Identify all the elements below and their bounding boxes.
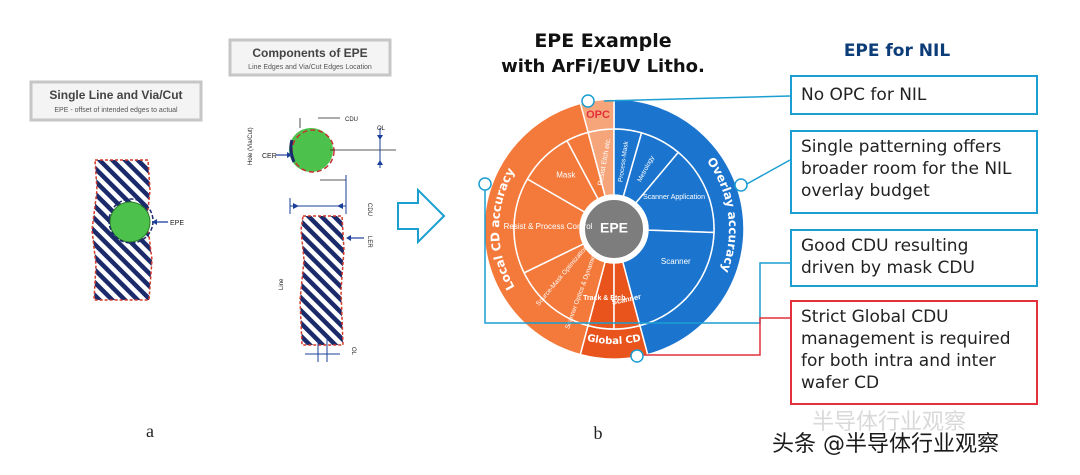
ler-arrowhead <box>346 235 351 241</box>
connector-opc <box>603 95 791 102</box>
global-cd-marker <box>630 349 644 363</box>
watermark-main: 头条 @半导体行业观察 <box>772 432 999 457</box>
components-title-box <box>228 38 392 77</box>
callout-good-cdu: Good CDU resulting driven by mask CDU <box>790 229 1038 287</box>
connector-overlay <box>744 159 791 186</box>
callout-strict-global-cdu: Strict Global CDU management is required… <box>790 300 1038 405</box>
callout-single-patterning: Single patterning offers broader room fo… <box>790 130 1038 214</box>
local-cd-marker <box>478 177 492 191</box>
connector-global-cd <box>640 317 790 356</box>
callout-no-opc: No OPC for NIL <box>790 75 1038 115</box>
via-circle <box>109 201 151 243</box>
nil-header: EPE for NIL <box>844 41 951 61</box>
mask-label: Mask <box>556 171 576 180</box>
ol-bottom-label: OL <box>350 347 356 356</box>
ol-label: OL <box>377 126 386 132</box>
scanner-app-label: Scanner Application <box>643 194 705 201</box>
overlay-marker <box>734 178 748 192</box>
seg-scanner-optics <box>523 242 607 327</box>
epe-center-label: EPE <box>600 220 628 236</box>
via-target-outline <box>108 198 154 244</box>
global-cd-ring-label: Global CD <box>586 333 642 347</box>
panel-b: EPE Example with ArFi/EUV Litho. EPE for… <box>478 30 951 443</box>
caption-b: b <box>594 423 603 443</box>
resist-process-label: Resist & Process Control <box>504 222 593 231</box>
epe-arrowhead <box>152 219 157 225</box>
components-via <box>289 128 333 172</box>
epe-center <box>583 198 645 260</box>
single-line-title: Single Line and Via/Cut <box>49 88 182 102</box>
hole-label: Hole (Via/Cut) <box>248 127 254 165</box>
epe-label: EPE <box>170 220 184 227</box>
transition-arrow <box>397 187 446 245</box>
components-title: Components of EPE <box>252 46 367 60</box>
watermark-faint: 半导体行业观察 <box>812 410 967 435</box>
track-etch-label: Track & Etch <box>583 295 625 302</box>
cdu-mid-label: CDU <box>366 203 372 216</box>
single-line-subtitle: EPE - offset of intended edges to actual <box>54 107 178 114</box>
cer-arrowhead <box>287 152 292 158</box>
single-line-title-box <box>29 80 203 122</box>
line-label: Line <box>279 278 285 290</box>
ler-label: LER <box>366 236 372 248</box>
hatched-line-right <box>299 215 345 346</box>
caption-a: a <box>146 421 154 441</box>
panel-a: Single Line and Via/Cut EPE - offset of … <box>29 38 396 441</box>
cer-edge <box>289 139 296 163</box>
opc-label: OPC <box>586 109 610 121</box>
scanner-blue-label: Scanner <box>661 257 691 266</box>
cdu-top-label: CDU <box>345 117 358 123</box>
cer-label: CER <box>262 153 277 160</box>
seg-scanner-blue <box>621 229 715 327</box>
components-subtitle: Line Edges and Via/Cut Edges Location <box>248 64 372 71</box>
epe-example-title-1: EPE Example <box>534 30 671 52</box>
epe-example-title-2: with ArFi/EUV Litho. <box>501 56 705 77</box>
opc-marker <box>581 94 595 108</box>
